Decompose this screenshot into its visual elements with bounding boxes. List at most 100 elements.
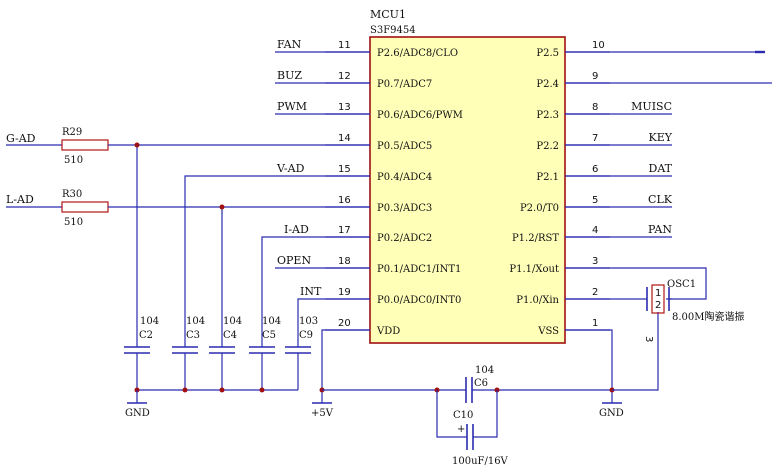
pin-name: VSS xyxy=(537,326,559,337)
net-label-open: OPEN xyxy=(277,254,311,267)
junction-dot xyxy=(219,204,225,210)
capacitor-c2 xyxy=(124,346,150,390)
capacitor-c10-electrolytic: + xyxy=(457,424,474,450)
pin-name: P1.0/Xin xyxy=(516,295,559,306)
pin-name: P1.1/Xout xyxy=(509,264,559,275)
net-label-i-ad: I-AD xyxy=(284,223,309,236)
net-label-v-ad: V-AD xyxy=(276,162,305,175)
wire-vss xyxy=(565,329,613,403)
vcc-label: +5V xyxy=(311,408,334,419)
net-label-buz: BUZ xyxy=(277,69,302,82)
net-label-g-ad: G-AD xyxy=(6,132,36,145)
c9-ref: C9 xyxy=(299,330,313,341)
c3-value: 104 xyxy=(186,316,205,327)
wire-vdd xyxy=(321,329,370,403)
pin-number: 20 xyxy=(338,318,351,329)
pin-name: P2.6/ADC8/CLO xyxy=(377,48,458,59)
pin-name: P2.4 xyxy=(536,79,559,90)
c9-value: 103 xyxy=(299,316,318,327)
c4-value: 104 xyxy=(223,316,242,327)
pin-number: 10 xyxy=(592,40,605,51)
net-label-pwm: PWM xyxy=(277,100,307,113)
pin-number: 7 xyxy=(592,133,598,144)
pin-number: 4 xyxy=(592,225,598,236)
pin-number: 3 xyxy=(592,256,598,267)
capacitor-c3 xyxy=(172,346,198,390)
wire-i-ad-to-c5 xyxy=(261,236,370,347)
pin-name: P2.1 xyxy=(536,172,559,183)
c4-ref: C4 xyxy=(223,330,237,341)
capacitor-c9 xyxy=(285,346,311,390)
osc1-ref: OSC1 xyxy=(667,279,696,290)
capacitor-c6 xyxy=(465,377,473,403)
mcu-part-number: S3F9454 xyxy=(370,25,416,36)
r30-value: 510 xyxy=(64,217,83,228)
pin-number: 13 xyxy=(338,102,351,113)
pin-number: 18 xyxy=(338,256,351,267)
c6-value: 104 xyxy=(475,365,494,376)
osc1-pin3: 3 xyxy=(643,336,654,342)
wire-c10-left xyxy=(436,390,467,438)
pin-name: P0.2/ADC2 xyxy=(377,233,432,244)
pin-name: P0.0/ADC0/INT0 xyxy=(377,295,461,306)
pin-number: 2 xyxy=(592,287,598,298)
pin-name: P0.7/ADC7 xyxy=(377,79,432,90)
gnd-label-right: GND xyxy=(599,408,624,419)
pin-number: 6 xyxy=(592,164,598,175)
pin-number: 11 xyxy=(338,40,351,51)
c10-ref: C10 xyxy=(453,410,473,421)
pin-number: 19 xyxy=(338,287,351,298)
pin-name: P0.4/ADC4 xyxy=(377,172,432,183)
pin-name: VDD xyxy=(376,326,400,337)
wire-c10-right xyxy=(473,390,498,438)
pin-name: P2.0/T0 xyxy=(520,203,559,214)
pin-number: 9 xyxy=(592,71,598,82)
junction-dot xyxy=(259,387,265,393)
gnd-label-left: GND xyxy=(125,408,150,419)
pin-number: 15 xyxy=(338,164,351,175)
pin-name: P0.6/ADC6/PWM xyxy=(377,110,463,121)
net-label-key: KEY xyxy=(648,131,672,144)
pin-name: P0.1/ADC1/INT1 xyxy=(377,264,461,275)
wire-int-to-c9 xyxy=(297,298,370,347)
pin-name: P0.3/ADC3 xyxy=(377,203,432,214)
pin-name: P2.3 xyxy=(536,110,559,121)
pin-name: P1.2/RST xyxy=(512,233,559,244)
net-label-dat: DAT xyxy=(649,162,673,175)
net-label-l-ad: L-AD xyxy=(6,193,34,206)
osc1-pin1: 1 xyxy=(655,288,661,299)
c2-ref: C2 xyxy=(139,330,153,341)
capacitor-c5 xyxy=(249,346,275,390)
mcu-body xyxy=(369,36,566,344)
r29-ref: R29 xyxy=(62,127,82,138)
r29-value: 510 xyxy=(64,155,83,166)
c5-ref: C5 xyxy=(262,330,276,341)
c2-value: 104 xyxy=(140,316,159,327)
c6-ref: C6 xyxy=(474,378,488,389)
r30-ref: R30 xyxy=(62,189,82,200)
net-label-int: INT xyxy=(300,285,322,298)
pin-number: 8 xyxy=(592,102,598,113)
capacitor-c4 xyxy=(209,346,235,390)
pin-name: P2.5 xyxy=(536,48,559,59)
pin-number: 1 xyxy=(592,318,598,329)
junction-dot xyxy=(134,142,140,148)
mcu-designator: MCU1 xyxy=(370,8,406,21)
resistor-r30 xyxy=(61,201,109,213)
junction-dot xyxy=(219,387,225,393)
osc1-label: 8.00M陶瓷谐振 xyxy=(672,310,745,323)
pin-name: P0.5/ADC5 xyxy=(377,141,432,152)
osc1-pin2: 2 xyxy=(655,300,661,311)
pin-number: 17 xyxy=(338,225,351,236)
svg-text:+: + xyxy=(457,424,465,435)
wire-xout xyxy=(565,267,707,300)
pin-number: 14 xyxy=(338,133,351,144)
pin-number: 16 xyxy=(338,195,351,206)
junction-dot xyxy=(182,387,188,393)
crystal-osc1 xyxy=(644,284,672,314)
net-label-muisc: MUISC xyxy=(631,100,672,113)
c5-value: 104 xyxy=(262,316,281,327)
c3-ref: C3 xyxy=(186,330,200,341)
c10-value: 100uF/16V xyxy=(452,456,509,467)
